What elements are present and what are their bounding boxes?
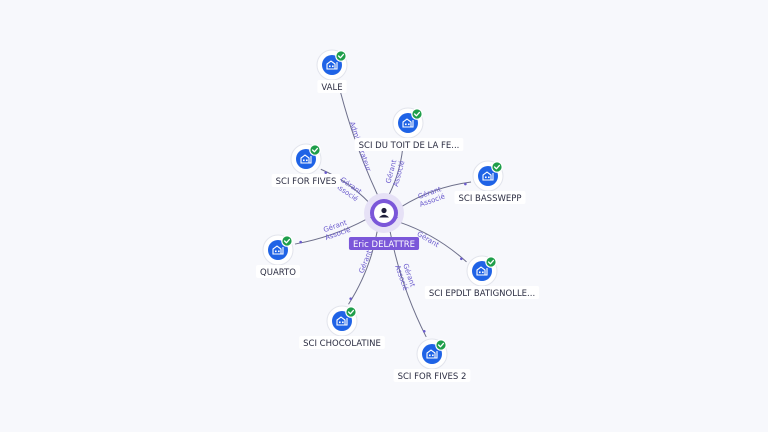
company-label-vale[interactable]: VALE	[317, 80, 347, 93]
company-label-sci-epdlt-batignolle[interactable]: SCI EPDLT BATIGNOLLE...	[424, 286, 540, 299]
company-node-quarto[interactable]	[262, 234, 294, 266]
label-box	[354, 138, 464, 151]
company-name: SCI CHOCOLATINE	[303, 339, 381, 349]
person-icon	[379, 207, 389, 218]
check-icon	[485, 256, 497, 268]
label-box	[424, 286, 540, 299]
company-name: SCI DU TOIT DE LA FE...	[359, 141, 460, 151]
edge-arrow-sci-chocolatine	[349, 297, 352, 300]
building-icon	[336, 316, 348, 326]
company-name: QUARTO	[260, 268, 296, 278]
company-node-vale[interactable]	[316, 49, 348, 81]
check-icon	[491, 161, 503, 173]
label-box	[299, 336, 385, 349]
company-name: SCI FOR FIVES	[276, 177, 337, 187]
edge-quarto	[294, 218, 368, 245]
edge-arrow-quarto	[299, 240, 302, 244]
check-icon	[435, 339, 447, 351]
check-icon	[345, 306, 357, 318]
company-name: SCI FOR FIVES 2	[398, 372, 467, 382]
check-icon	[411, 108, 423, 120]
building-icon	[482, 171, 494, 181]
company-node-sci-basswepp[interactable]	[472, 160, 504, 192]
company-label-sci-du-toit-de-la-fe[interactable]: SCI DU TOIT DE LA FE...	[354, 138, 464, 151]
company-name: VALE	[321, 83, 342, 93]
person-label[interactable]: Eric DELATTRE	[348, 237, 420, 250]
company-name: SCI EPDLT BATIGNOLLE...	[429, 289, 535, 299]
building-icon	[476, 266, 488, 276]
building-icon	[326, 60, 338, 70]
person-name: Eric DELATTRE	[353, 240, 415, 250]
company-node-sci-for-fives[interactable]	[290, 143, 322, 175]
edge-sci-basswepp	[400, 181, 472, 208]
building-icon	[402, 118, 414, 128]
company-node-sci-du-toit-de-la-fe[interactable]	[392, 107, 424, 139]
edge-label-sci-epdlt-batignolle-0: Gérant	[415, 230, 440, 249]
company-name: SCI BASSWEPP	[458, 194, 521, 204]
company-label-sci-chocolatine[interactable]: SCI CHOCOLATINE	[299, 336, 385, 349]
check-icon	[281, 235, 293, 247]
label-box	[454, 191, 526, 204]
company-node-sci-epdlt-batignolle[interactable]	[466, 255, 498, 287]
company-node-sci-chocolatine[interactable]	[326, 305, 358, 337]
edge-arrow-sci-epdlt-batignolle	[460, 257, 463, 261]
company-node-sci-for-fives-2[interactable]	[416, 338, 448, 370]
company-label-sci-for-fives-2[interactable]: SCI FOR FIVES 2	[393, 369, 471, 382]
building-icon	[272, 245, 284, 255]
company-label-sci-basswepp[interactable]: SCI BASSWEPP	[454, 191, 526, 204]
person-label-box	[348, 237, 420, 250]
edge-arrow-sci-for-fives-2	[422, 329, 426, 333]
company-label-sci-for-fives[interactable]: SCI FOR FIVES	[271, 174, 341, 187]
label-box	[393, 369, 471, 382]
building-icon	[426, 349, 438, 359]
edge-arrow-sci-basswepp	[464, 182, 467, 186]
company-label-quarto[interactable]: QUARTO	[256, 265, 300, 278]
check-icon	[309, 144, 321, 156]
edge-sci-for-fives	[320, 168, 370, 204]
label-box	[256, 265, 300, 278]
label-box	[271, 174, 341, 187]
building-icon	[300, 154, 312, 164]
person-node[interactable]	[364, 193, 404, 233]
check-icon	[335, 50, 347, 62]
label-box	[317, 80, 347, 93]
edge-label-sci-chocolatine-0: Gérant	[357, 249, 373, 275]
edge-arrow-sci-for-fives	[324, 171, 328, 174]
edge-sci-epdlt-batignolle	[399, 221, 467, 263]
